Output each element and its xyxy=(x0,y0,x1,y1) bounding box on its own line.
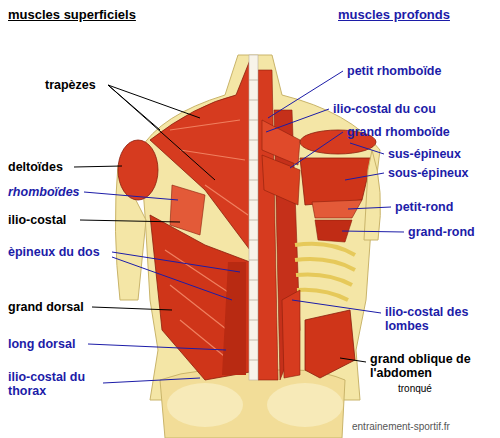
muscle-label: ilio-costal du cou xyxy=(333,102,436,116)
muscle-label: trapèzes xyxy=(45,78,96,92)
muscle-label: long dorsal xyxy=(8,337,75,351)
section-heading: muscles profonds xyxy=(338,8,450,22)
muscle-label: petit-rond xyxy=(395,200,453,214)
section-heading: muscles superficiels xyxy=(8,8,136,22)
muscle-label: sus-épineux xyxy=(388,147,461,161)
muscle-label: rhomboïdes xyxy=(8,185,80,199)
muscle-label: petit rhomboïde xyxy=(347,64,441,78)
muscle-label: ilio-costal xyxy=(8,213,66,227)
muscle-label: grand-rond xyxy=(408,225,475,239)
watermark: entrainement-sportif.fr xyxy=(352,420,450,434)
muscle-label: grand dorsal xyxy=(8,300,84,314)
muscle-label: grand rhomboïde xyxy=(347,125,450,139)
muscle-label: sous-épineux xyxy=(388,166,469,180)
muscle-label: ilio-costal des lombes xyxy=(385,305,480,333)
muscle-label: ilio-costal du thorax xyxy=(8,370,100,398)
muscle-label: deltoïdes xyxy=(8,160,63,174)
note-label: tronqué xyxy=(398,382,432,396)
muscle-label: èpineux du dos xyxy=(8,245,100,259)
muscle-label: grand oblique de l'abdomen xyxy=(370,352,488,380)
